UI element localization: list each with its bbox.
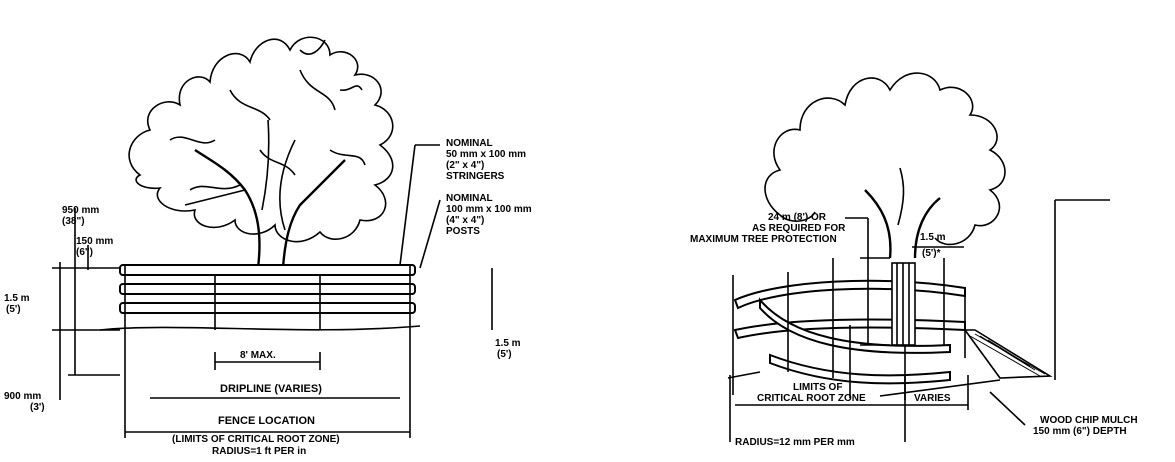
mulch-label-2: 150 mm (6") DEPTH (1033, 426, 1127, 437)
posts-label-3: (4" x 4") (446, 215, 484, 226)
right-wall (1054, 199, 1110, 380)
left-dimension-lines (52, 144, 493, 433)
dim-150-label-1: 150 mm (76, 236, 113, 247)
right-dim-label-2: (5')* (922, 248, 941, 259)
right-top-label-3: MAXIMUM TREE PROTECTION (690, 234, 837, 245)
dim-900-label-2: (3') (30, 402, 45, 413)
posts-label-2: 100 mm x 100 mm (446, 204, 532, 215)
dim-900-label-1: 900 mm (4, 391, 41, 402)
right-dimension-lines (729, 217, 1026, 442)
dripline-label: DRIPLINE (VARIES) (220, 383, 322, 395)
right-mulch-bed (963, 329, 1053, 379)
stringers-label-1: NOMINAL (446, 138, 493, 149)
posts-label-4: POSTS (446, 226, 480, 237)
right-top-label-1: 24 m (8') OR (768, 212, 827, 223)
fence-label-3: RADIUS=1 ft PER in (212, 446, 306, 457)
fence-label-2: (LIMITS OF CRITICAL ROOT ZONE) (172, 434, 340, 445)
right-dim-label-1: 1.5 m (920, 232, 946, 243)
posts-label-1: NOMINAL (446, 193, 493, 204)
limits-label-1: LIMITS OF (793, 382, 842, 393)
dim-950-label-2: (38") (62, 216, 85, 227)
right-tree-trunk (864, 167, 941, 259)
left-fence (99, 264, 421, 438)
left-tree-canopy (128, 36, 394, 243)
stringers-label-2: 50 mm x 100 mm (446, 149, 526, 160)
limits-label-2: CRITICAL ROOT ZONE (757, 393, 866, 404)
mulch-label-1: WOOD CHIP MULCH (1040, 415, 1138, 426)
left-tree-trunk (184, 119, 346, 269)
fence-label-1: FENCE LOCATION (218, 415, 315, 427)
varies-label: VARIES (914, 393, 951, 404)
right-15-label-2: (5') (497, 349, 512, 360)
dim-150-label-2: (6") (76, 247, 93, 258)
right-15-label-1: 1.5 m (495, 338, 521, 349)
dim-15-label-1: 1.5 m (4, 293, 30, 304)
max-8-label: 8' MAX. (240, 350, 276, 361)
right-fence (727, 258, 1001, 400)
dim-950-label-1: 950 mm (62, 205, 99, 216)
right-top-label-2: AS REQUIRED FOR (752, 223, 846, 234)
dim-15-label-2: (5') (6, 304, 21, 315)
stringers-label-4: STRINGERS (446, 171, 505, 182)
right-tree-canopy (764, 72, 1006, 246)
stringers-label-3: (2" x 4") (446, 160, 484, 171)
radius-label: RADIUS=12 mm PER mm (735, 437, 855, 448)
